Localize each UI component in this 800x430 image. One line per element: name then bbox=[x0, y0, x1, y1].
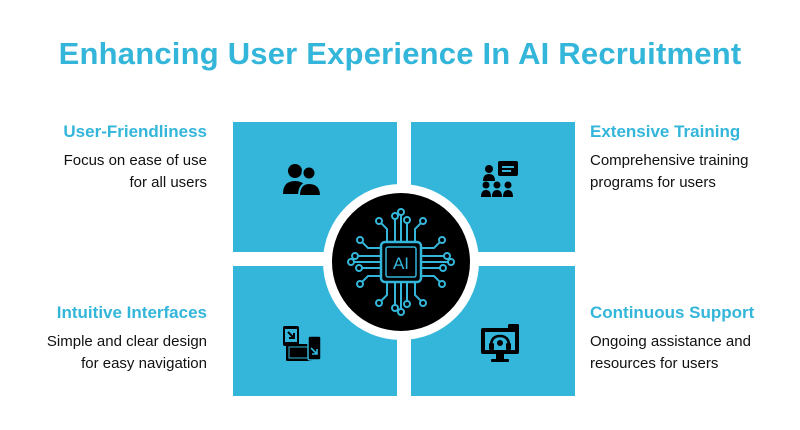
continuous-support-title: Continuous Support bbox=[590, 303, 755, 322]
description-line: Simple and clear design bbox=[46, 333, 207, 350]
description-line: Focus on ease of use bbox=[63, 152, 207, 169]
page-title: Enhancing User Experience In AI Recruitm… bbox=[58, 36, 742, 71]
extensive-training-title: Extensive Training bbox=[590, 122, 741, 141]
users-icon bbox=[283, 164, 323, 197]
description-line: programs for users bbox=[590, 174, 716, 191]
multi-device-icon bbox=[283, 326, 322, 361]
user-friendliness-description: Focus on ease of use for all users bbox=[7, 150, 207, 194]
description-line: Ongoing assistance and bbox=[590, 333, 751, 350]
ai-chip-icon: AI bbox=[347, 208, 455, 316]
continuous-support-description: Ongoing assistance and resources for use… bbox=[590, 331, 790, 375]
extensive-training-description: Comprehensive training programs for user… bbox=[590, 150, 790, 194]
description-line: for all users bbox=[129, 174, 207, 191]
presentation-training-icon bbox=[481, 161, 518, 197]
ai-chip-label: AI bbox=[393, 254, 409, 273]
description-line: for easy navigation bbox=[81, 355, 207, 372]
intuitive-interfaces-title: Intuitive Interfaces bbox=[56, 303, 207, 322]
description-line: resources for users bbox=[590, 355, 719, 372]
intuitive-interfaces-description: Simple and clear design for easy navigat… bbox=[7, 331, 207, 375]
headset-support-icon bbox=[481, 324, 519, 362]
user-friendliness-title: User-Friendliness bbox=[63, 122, 207, 141]
description-line: Comprehensive training bbox=[590, 152, 749, 169]
